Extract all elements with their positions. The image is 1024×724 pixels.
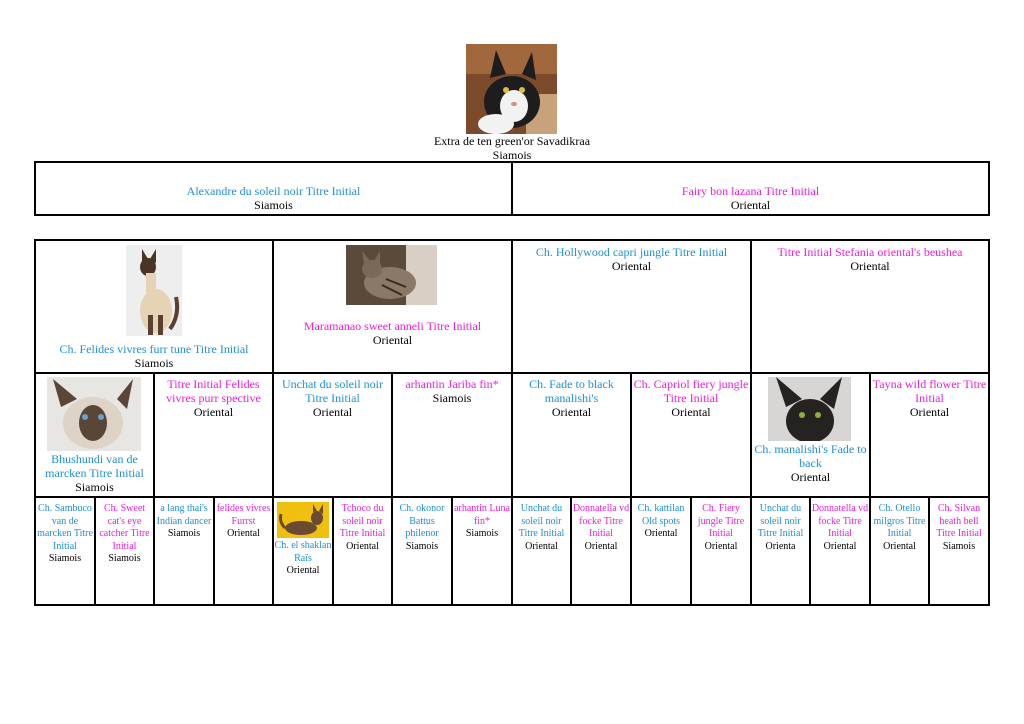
parent-dam-name: Fairy bon lazana Titre Initial bbox=[681, 184, 820, 198]
gen2-photo-1 bbox=[346, 245, 437, 305]
gen3-cell-6[interactable]: Ch. manalishi's Fade to back Oriental bbox=[754, 442, 867, 484]
gen4-cell-4[interactable]: Ch. el shaklan Raïs Oriental bbox=[274, 540, 332, 577]
subject-name: Extra de ten green'or Savadikraa bbox=[433, 134, 591, 148]
gen3-photo-0 bbox=[47, 377, 141, 451]
gen4-cell-8[interactable]: Unchat du soleil noir Titre Initial Orie… bbox=[518, 503, 565, 552]
gen3-cell-5[interactable]: Ch. Capriol fiery jungle Titre Initial O… bbox=[633, 377, 749, 419]
gen2-cell-1[interactable]: Maramanao sweet anneli Titre Initial Ori… bbox=[303, 319, 482, 347]
gen3-cell-0[interactable]: Bhushundi van de marcken Titre Initial S… bbox=[45, 452, 144, 494]
gen4-cell-10[interactable]: Ch. kattilan Old spots Oriental bbox=[637, 503, 685, 540]
gen4-photo-4 bbox=[277, 502, 329, 538]
gen4-cell-13[interactable]: Donnatella vd focke Titre Initial Orient… bbox=[811, 503, 869, 552]
parent-sire[interactable]: Alexandre du soleil noir Titre Initial S… bbox=[36, 184, 511, 212]
gen4-cell-6[interactable]: Ch. okonor Battus philenor Siamois bbox=[399, 503, 445, 552]
gen4-cell-12[interactable]: Unchat du soleil noir Titre Initial Orie… bbox=[757, 503, 804, 552]
gen4-cell-5[interactable]: Tchoco du soleil noir Titre Initial Orie… bbox=[339, 503, 386, 552]
subject-photo bbox=[466, 44, 557, 134]
gen2-cell-2[interactable]: Ch. Hollywood capri jungle Titre Initial… bbox=[535, 245, 728, 273]
gen3-cell-1[interactable]: Titre Initial Felides vivres purr specti… bbox=[166, 377, 261, 419]
gen2-photo-0 bbox=[126, 245, 182, 336]
gen4-cell-3[interactable]: felides vivres Furrst Oriental bbox=[216, 503, 271, 540]
gen4-cell-0[interactable]: Ch. Sambuco van de marcken Titre Initial… bbox=[37, 503, 93, 565]
gen4-cell-2[interactable]: a lang thai's Indian dancer Siamois bbox=[156, 503, 212, 540]
gen4-cell-1[interactable]: Ch. Sweet cat's eye catcher Titre Initia… bbox=[99, 503, 150, 565]
gen4-cell-9[interactable]: Donnatella vd focke Titre Initial Orient… bbox=[572, 503, 630, 552]
gen3-cell-2[interactable]: Unchat du soleil noir Titre Initial Orie… bbox=[282, 377, 383, 419]
gen3-cell-4[interactable]: Ch. Fade to black manalishi's Oriental bbox=[529, 377, 614, 419]
parent-sire-name: Alexandre du soleil noir Titre Initial bbox=[186, 184, 361, 198]
gen4-cell-7[interactable]: arhantin Luna fin* Siamois bbox=[454, 503, 510, 540]
gen3-cell-7[interactable]: Tayna wild flower Titre Initial Oriental bbox=[872, 377, 987, 419]
gen4-cell-14[interactable]: Ch. Otello milgros Titre Initial Orienta… bbox=[873, 503, 926, 552]
gen4-cell-15[interactable]: Ch. Silvan heath bell Titre Initial Siam… bbox=[936, 503, 982, 552]
parent-dam[interactable]: Fairy bon lazana Titre Initial Oriental bbox=[513, 184, 988, 212]
subject-breed: Siamois bbox=[492, 148, 532, 162]
gen3-photo-6 bbox=[768, 377, 851, 443]
gen2-cell-3[interactable]: Titre Initial Stefania oriental's beushe… bbox=[777, 245, 963, 273]
parent-sire-breed: Siamois bbox=[254, 198, 293, 212]
subject-card[interactable]: Extra de ten green'or Savadikraa Siamois bbox=[380, 134, 644, 162]
gen4-cell-11[interactable]: Ch. Fiery jungle Titre Initial Oriental bbox=[697, 503, 745, 552]
gen2-cell-0[interactable]: Ch. Felides vivres furr tune Titre Initi… bbox=[59, 342, 249, 370]
gen3-cell-3[interactable]: arhantin Jariba fin* Siamois bbox=[405, 377, 499, 405]
parent-dam-breed: Oriental bbox=[730, 198, 771, 212]
